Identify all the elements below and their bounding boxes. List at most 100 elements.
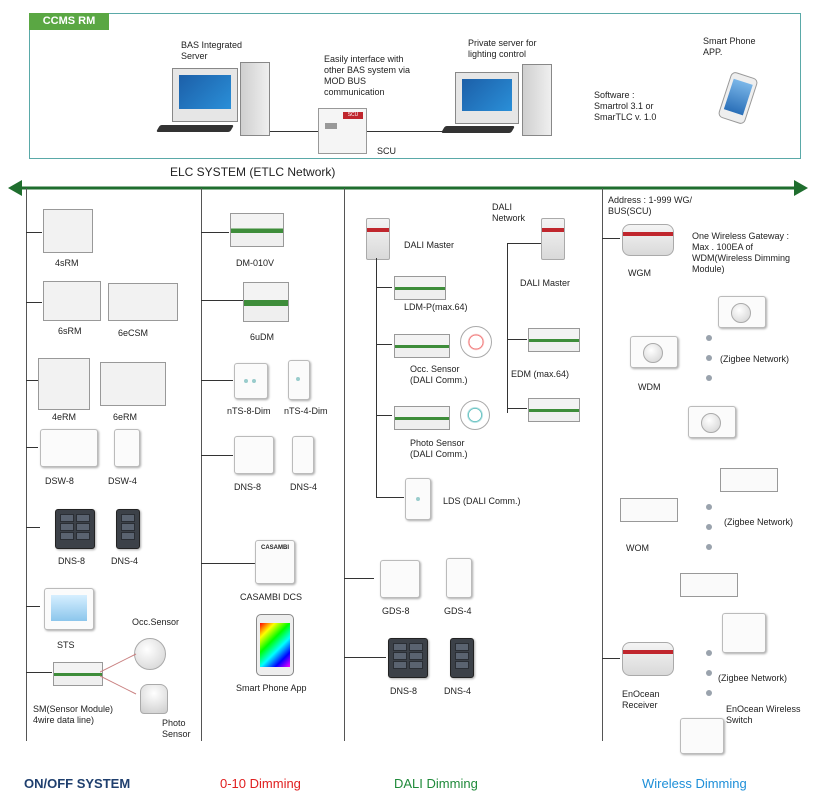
nts-8-dim-device — [234, 363, 268, 399]
edm-device-2 — [528, 398, 580, 422]
nts-8-dim-label: nTS-8-Dim — [227, 406, 271, 416]
branch — [344, 657, 386, 658]
dns-4-label: DNS-4 — [111, 556, 139, 566]
wdm-label: WDM — [638, 382, 661, 392]
bas-server-monitor — [172, 68, 238, 122]
dm-010v-label: DM-010V — [236, 258, 275, 268]
nts-4-dim-device — [288, 360, 310, 400]
6erm-label: 6eRM — [113, 412, 138, 422]
scu-label: SCU — [377, 146, 397, 156]
sm-device — [53, 662, 103, 686]
branch — [26, 527, 40, 528]
bas-server-keyboard — [155, 125, 235, 132]
divider-onoff — [26, 188, 27, 741]
nts-4-dim-label: nTS-4-Dim — [284, 406, 328, 416]
dali-master-1-device — [366, 218, 390, 260]
enocean-receiver-label: EnOcean Receiver — [622, 689, 660, 710]
dot — [706, 355, 712, 361]
private-server-label: Private server for lighting control — [468, 38, 537, 59]
4srm-device — [43, 209, 93, 253]
branch — [26, 380, 38, 381]
gateway-note: One Wireless Gateway : Max . 100EA of WD… — [692, 231, 790, 274]
scu-device-text: SCU — [343, 112, 363, 119]
branch — [344, 578, 374, 579]
dsw-8-label: DSW-8 — [45, 476, 74, 486]
branch — [602, 238, 620, 239]
6srm-device — [43, 281, 101, 321]
software-label: Software : Smartrol 3.1 or SmarTLC v. 1.… — [594, 90, 657, 122]
branch — [201, 563, 255, 564]
dns-8-dim-label: DNS-8 — [234, 482, 262, 492]
link-scu-private — [366, 131, 446, 132]
ldm-p-device — [394, 276, 446, 300]
wgm-label: WGM — [628, 268, 651, 278]
wom-device-main — [620, 498, 678, 522]
dns-4-dim-device — [292, 436, 314, 474]
gds-4-label: GDS-4 — [444, 606, 472, 616]
ccms-badge: CCMS RM — [29, 13, 109, 30]
sm-label: SM(Sensor Module) 4wire data line) — [33, 704, 114, 725]
dali-link-2 — [507, 243, 541, 244]
branch — [376, 344, 392, 345]
edm-device-1 — [528, 328, 580, 352]
branch — [26, 447, 38, 448]
occ-sensor-device — [134, 638, 166, 670]
dns-8-dali-device — [388, 638, 428, 678]
dns-4-device — [116, 509, 140, 549]
branch — [26, 672, 52, 673]
dot — [706, 375, 712, 381]
dot — [706, 650, 712, 656]
dns-8-dim-device — [234, 436, 274, 474]
photo-dali-module — [394, 406, 450, 430]
photo-dali-label: Photo Sensor (DALI Comm.) — [410, 438, 468, 459]
dali-master-2-device — [541, 218, 565, 260]
divider-dim010 — [201, 188, 202, 741]
enocean-switch-label: EnOcean Wireless Switch — [726, 704, 801, 725]
ccms-frame — [29, 13, 801, 159]
branch — [201, 300, 243, 301]
dot — [706, 524, 712, 530]
dns-4-dali-device — [450, 638, 474, 678]
edm-label: EDM (max.64) — [511, 369, 570, 379]
dsw-8-device — [40, 429, 98, 467]
branch — [201, 455, 233, 456]
network-title: ELC SYSTEM (ETLC Network) — [170, 165, 336, 179]
dsw-4-device — [114, 429, 140, 467]
gds-8-label: GDS-8 — [382, 606, 410, 616]
smartphone-label: Smart Phone APP. — [703, 36, 756, 57]
gds-8-device — [380, 560, 420, 598]
dot — [706, 335, 712, 341]
smart-phone-app-device — [256, 614, 294, 676]
6erm-device — [100, 362, 166, 406]
footer-dim010: 0-10 Dimming — [220, 776, 301, 791]
network-arrow — [8, 180, 808, 196]
dali-bus-1 — [376, 258, 377, 498]
4erm-device — [38, 358, 90, 410]
bas-server-label: BAS Integrated Server — [181, 40, 243, 61]
link-bas-scu — [270, 131, 318, 132]
gds-4-device — [446, 558, 472, 598]
dns-4-dim-label: DNS-4 — [290, 482, 318, 492]
wgm-device — [622, 224, 674, 256]
private-server-tower — [522, 64, 552, 136]
wom-device-1 — [720, 468, 778, 492]
dali-master-1-label: DALI Master — [404, 240, 455, 250]
6udm-device — [243, 282, 289, 322]
dns-8-dali-label: DNS-8 — [390, 686, 418, 696]
branch — [201, 380, 233, 381]
dm-010v-device — [230, 213, 284, 247]
divider-wireless — [602, 188, 603, 741]
dsw-4-label: DSW-4 — [108, 476, 137, 486]
address-label: Address : 1-999 WG/ BUS(SCU) — [608, 195, 693, 216]
zigbee-1-label: (Zigbee Network) — [720, 354, 790, 364]
lds-device — [405, 478, 431, 520]
footer-wireless: Wireless Dimming — [642, 776, 747, 791]
branch — [26, 232, 42, 233]
enocean-switch-2 — [680, 718, 724, 754]
6srm-label: 6sRM — [58, 326, 82, 336]
occ-sensor-label: Occ.Sensor — [132, 617, 180, 627]
smart-phone-app-label: Smart Phone App — [236, 683, 307, 693]
sts-device — [44, 588, 94, 630]
dali-network-label: DALI Network — [492, 202, 526, 223]
interface-note: Easily interface with other BAS system v… — [324, 54, 411, 97]
